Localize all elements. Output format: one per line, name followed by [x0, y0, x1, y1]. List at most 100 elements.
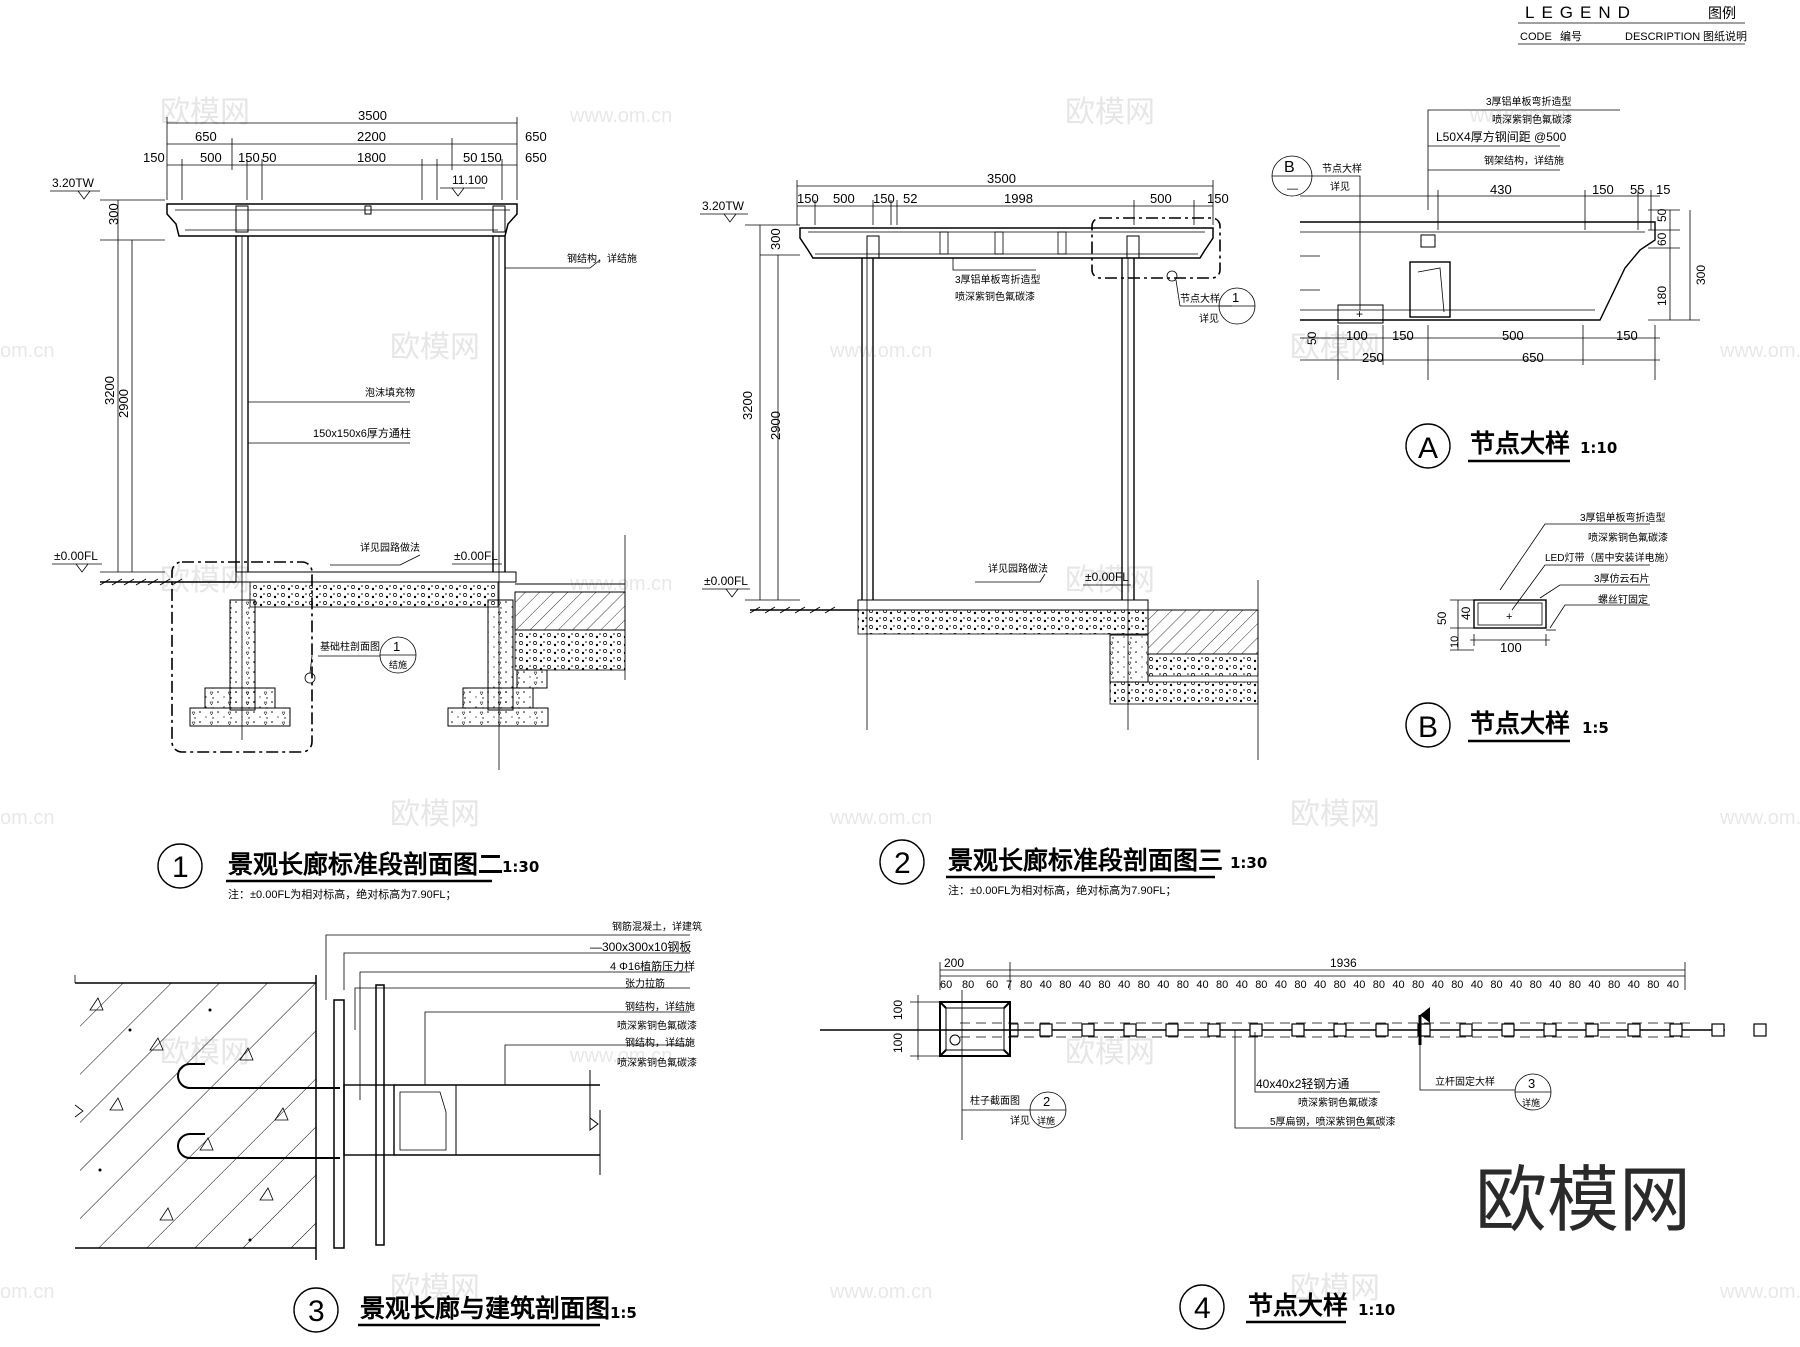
callout-sheet: 详施 — [1522, 1097, 1540, 1108]
dim-run: 80 — [1412, 979, 1424, 991]
rail-post — [1081, 1023, 1095, 1037]
dim-run: 60 — [940, 979, 952, 991]
rail-post — [1627, 1023, 1641, 1037]
dim-run: 80 — [1451, 979, 1463, 991]
dim-run: 40 — [1275, 979, 1287, 991]
dim-run: 40 — [1432, 979, 1444, 991]
dim-label: 150 — [238, 150, 260, 165]
dim-label: 2200 — [357, 129, 386, 144]
svg-text:+: + — [1506, 611, 1512, 623]
dim-run: 80 — [1098, 979, 1110, 991]
annotation: LED灯带（居中安装详电施） — [1545, 551, 1674, 564]
legend-block: LEGEND 图例 CODE 编号 DESCRIPTION 图纸说明 — [1518, 3, 1747, 45]
legend-description-cn: 图纸说明 — [1703, 29, 1747, 43]
watermark-cn: 欧模网 — [1065, 563, 1155, 598]
dim-label: 2900 — [116, 389, 131, 418]
dim-run: 80 — [1373, 979, 1385, 991]
elevation-label: ±0.00FL — [1085, 570, 1129, 584]
dim-label: 500 — [1502, 328, 1524, 343]
dim-run: 40 — [1510, 979, 1522, 991]
annotation: 喷深紫铜色氟碳漆 — [955, 290, 1035, 303]
callout-letter: B — [1284, 159, 1295, 176]
rail-posts — [1039, 1023, 1767, 1037]
watermark-cn: 欧模网 — [1065, 1035, 1155, 1070]
dim-label: 3500 — [987, 171, 1016, 186]
title-number: 4 — [1194, 1292, 1211, 1325]
rail-post — [1207, 1023, 1221, 1037]
annotation: 基础柱剖面图 — [320, 640, 380, 653]
svg-text:+: + — [1356, 307, 1363, 321]
watermark-cn: 欧模网 — [160, 563, 250, 598]
annotation: 柱子截面图 — [970, 1094, 1020, 1107]
dim-run: 40 — [1588, 979, 1600, 991]
annotation: 节点大样 — [1322, 162, 1362, 175]
watermark-url: om.cn — [0, 807, 54, 829]
callout-sheet: — — [1287, 183, 1298, 195]
annotation: 详见园路做法 — [360, 541, 420, 554]
rail-post — [1123, 1023, 1137, 1037]
legend-title: LEGEND — [1525, 3, 1637, 22]
dim-run: 40 — [1392, 979, 1404, 991]
annotation: 喷深紫铜色氟碳漆 — [617, 1019, 697, 1032]
rail-post — [1039, 1023, 1053, 1037]
dim-label: 650 — [525, 150, 547, 165]
annotation: 4 Φ16植筋压力样 — [610, 959, 695, 973]
dim-run: 80 — [1608, 979, 1620, 991]
annotation: 钢架结构，详结施 — [1484, 154, 1564, 167]
dim-label: 50 — [463, 150, 477, 165]
rail-post — [1669, 1023, 1683, 1037]
section-scale: 1:10 — [1358, 1301, 1395, 1319]
detail-4-title: 4 节点大样 1:10 — [1179, 1284, 1395, 1330]
annotation: 喷深紫铜色氟碳漆 — [1298, 1096, 1378, 1109]
dim-run: 60 — [986, 979, 998, 991]
elevation-label: ±0.00FL — [704, 574, 748, 588]
dim-label: 40 — [1459, 606, 1473, 620]
annotation: 详见 — [1010, 1114, 1030, 1127]
dim-run: 40 — [1353, 979, 1365, 991]
title-letter: B — [1418, 711, 1438, 744]
callout-number: 3 — [1528, 1076, 1535, 1091]
section-1-drawing: 3500 650 2200 650 150 500 150 50 1800 50… — [50, 108, 637, 770]
dim-label: 3500 — [358, 108, 387, 123]
legend-code-cn: 编号 — [1560, 29, 1582, 43]
section-title: 景观长廊与建筑剖面图 — [360, 1294, 610, 1323]
dim-label: 150 — [143, 150, 165, 165]
dim-run: 40 — [1549, 979, 1561, 991]
section-scale: 1:30 — [1230, 854, 1267, 872]
dim-label: 180 — [1655, 286, 1669, 306]
dim-run: 80 — [1490, 979, 1502, 991]
dim-label: 300 — [106, 203, 121, 225]
watermark-url: om.cn — [0, 1281, 54, 1303]
dim-label: 10 — [1449, 636, 1461, 648]
dim-label: 1998 — [1004, 191, 1033, 206]
rail-post — [1249, 1023, 1263, 1037]
elevation-label: ±0.00FL — [454, 549, 498, 563]
annotation: 喷深紫铜色氟碳漆 — [1588, 531, 1668, 544]
section-title: 节点大样 — [1470, 709, 1570, 738]
dim-label: 50 — [262, 150, 276, 165]
dim-label: 150 — [1616, 328, 1638, 343]
annotation: 喷深紫铜色氟碳漆 — [617, 1056, 697, 1069]
section-title: 景观长廊标准段剖面图二 — [228, 850, 503, 879]
section-title: 景观长廊标准段剖面图三 — [948, 846, 1223, 875]
dim-run: 40 — [1667, 979, 1679, 991]
watermark-cn: 欧模网 — [1290, 330, 1380, 365]
dim-label: 200 — [944, 956, 964, 970]
watermark-cn: 欧模网 — [390, 330, 480, 365]
annotation: 立杆固定大样 — [1435, 1075, 1495, 1088]
watermark-url: www.om.cn — [1719, 807, 1800, 829]
dim-run: 40 — [1628, 979, 1640, 991]
annotation: 3厚铝单板弯折造型 — [1580, 511, 1666, 524]
dim-run: 80 — [1059, 979, 1071, 991]
dim-label: 150 — [1207, 191, 1229, 206]
dim-label: 100 — [891, 1000, 905, 1020]
dim-label: 300 — [1694, 265, 1708, 285]
rail-post — [1711, 1023, 1725, 1037]
dim-label: 650 — [525, 129, 547, 144]
watermark-logo: 欧模网 — [1475, 1158, 1691, 1242]
dim-label: 55 — [1630, 182, 1644, 197]
dim-run: 80 — [1216, 979, 1228, 991]
dim-label: 100 — [1346, 328, 1368, 343]
dim-run: 40 — [1196, 979, 1208, 991]
